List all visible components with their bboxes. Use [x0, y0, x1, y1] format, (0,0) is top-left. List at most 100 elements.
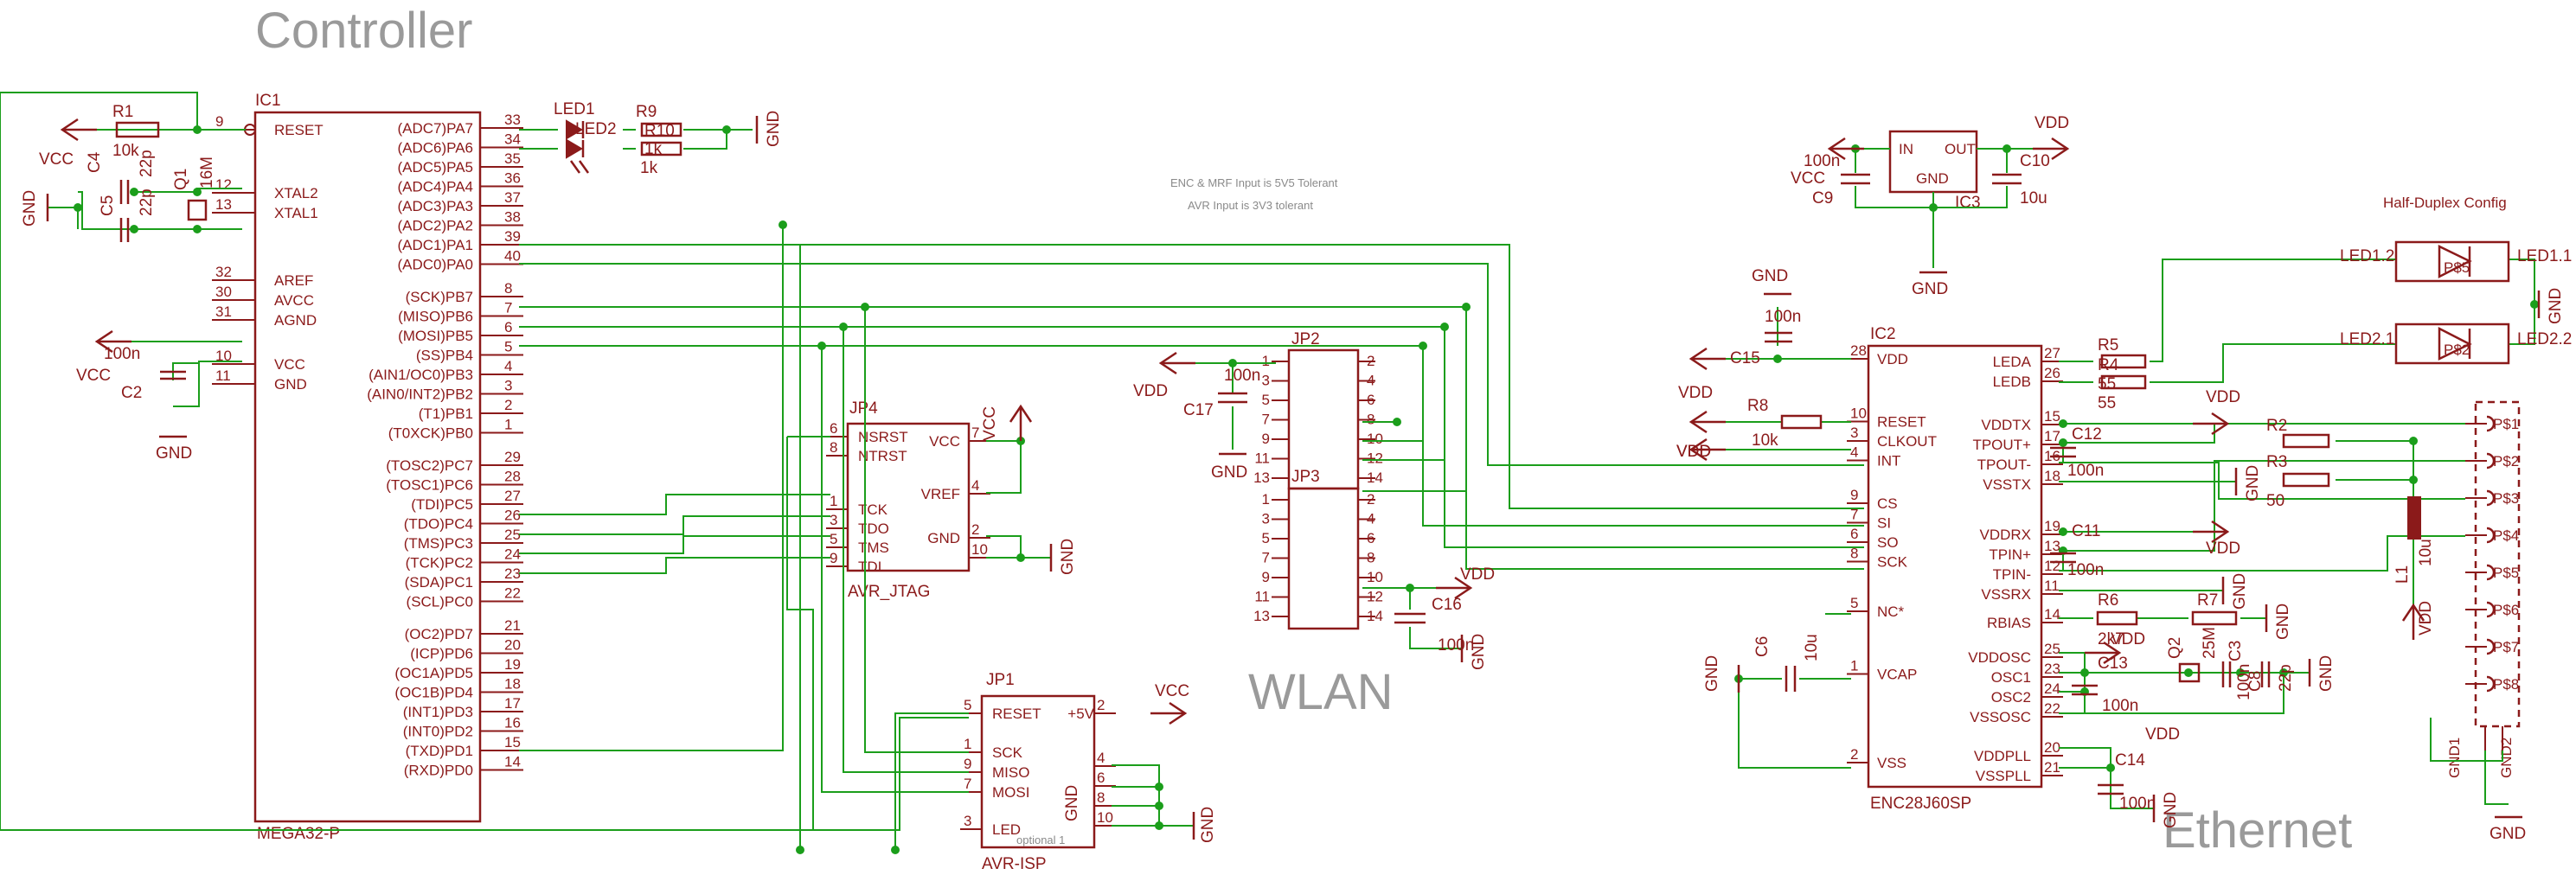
ground-label: GND	[1752, 267, 1788, 285]
ground-label: GND	[1199, 807, 1217, 843]
pin-name: (ADC5)PA5	[397, 159, 473, 176]
pin-number: 8	[1367, 412, 1375, 428]
pin-number: 6	[1367, 530, 1375, 546]
led22-label: LED2.2	[2517, 330, 2572, 348]
net-tdo	[519, 515, 830, 535]
r7-ref: R7	[2197, 591, 2218, 610]
c16-ref: C16	[1432, 596, 1462, 614]
pin-number: 33	[504, 112, 521, 128]
resistor-r4	[2100, 354, 2147, 369]
pin-number: 11	[215, 367, 231, 384]
resistor-r10	[640, 141, 682, 156]
pin-number: 14	[504, 754, 521, 770]
c13-ref: C13	[2098, 655, 2128, 673]
wire-junction	[2184, 668, 2193, 677]
mcu-value: MEGA32-P	[257, 825, 340, 843]
pin-name: NTRST	[858, 448, 907, 464]
supply-label: VDD	[1133, 382, 1168, 400]
pin-number: 13	[1253, 608, 1270, 624]
connector-pin-label: P$3	[2493, 490, 2519, 507]
capacitor-c5	[119, 218, 130, 242]
pin-name: SCK	[1877, 554, 1908, 571]
isp-value: AVR-ISP	[982, 855, 1047, 873]
pin-number: 2	[504, 397, 512, 413]
r10-value: 1k	[640, 159, 658, 177]
ground-label: GND	[2162, 792, 2180, 828]
pin-name: VDDTX	[1981, 417, 2031, 433]
wire-junction	[193, 125, 202, 134]
pin-number: 2	[1367, 491, 1375, 508]
pin-name: (OC1B)PD4	[394, 685, 473, 701]
pin-number: 34	[504, 131, 521, 148]
pin-name: (T1)PB1	[419, 406, 473, 422]
r10-ref: R10	[644, 122, 675, 140]
pin-name: (AIN0/INT2)PB2	[367, 386, 473, 403]
ic3-ref: IC3	[1955, 194, 1981, 212]
pin-number: 8	[504, 280, 512, 297]
c9-ref: C9	[1812, 189, 1833, 208]
ic2-left-pins: 28VDD10RESET3CLKOUT4INT9CS7SI6SO8SCK5NC*…	[1847, 342, 1937, 771]
wire-junction	[74, 203, 82, 212]
pin-name: VSS	[1877, 755, 1906, 771]
pin-number: 31	[215, 303, 232, 320]
pin-number: 7	[971, 425, 979, 441]
pin-number: 14	[1367, 469, 1383, 486]
pin-name: (SDA)PC1	[405, 574, 473, 591]
pin-number: 21	[504, 617, 521, 634]
pin-name: VSSPLL	[1976, 768, 2031, 784]
pin-number: 30	[215, 284, 232, 300]
connector-contact	[2486, 415, 2496, 432]
net-gnd-ic1	[173, 361, 242, 407]
c11-value: 100n	[2067, 561, 2104, 579]
connector-contact	[2486, 564, 2496, 581]
supply-label: VDD	[1460, 565, 1495, 584]
passive-components: R1 10k C4 22p C5 22p Q1 16M 100n C2 LED1	[86, 100, 2572, 813]
pin-number: 10	[971, 541, 988, 558]
pin-number: 9	[830, 550, 837, 566]
capacitor-c11	[2050, 552, 2076, 564]
net-rj45-gnd-out	[2484, 750, 2509, 805]
pin-name: (ADC2)PA2	[397, 218, 473, 234]
capacitor-c12	[2050, 446, 2076, 458]
pin-number: 15	[504, 734, 521, 750]
pin-name: VSSOSC	[1970, 709, 2031, 725]
c13-value: 100n	[2102, 697, 2138, 715]
ground-label: GND	[156, 444, 192, 463]
pin-name: (TCK)PC2	[406, 555, 473, 572]
led-indicator-1	[566, 119, 585, 140]
pin-name: (SCK)PB7	[406, 289, 473, 305]
pin-number: 23	[504, 565, 521, 582]
net-led2	[2150, 343, 2396, 383]
net-xtal-gnd	[78, 191, 134, 230]
wire-junction	[2409, 476, 2418, 484]
ethernet-controller-enc28j60: IC2 ENC28J60SP 28VDD10RESET3CLKOUT4INT9C…	[1847, 325, 2063, 813]
supply-label: VCC	[981, 406, 999, 441]
ic2-ref: IC2	[1870, 325, 1896, 343]
pin-name: (OC1A)PD5	[394, 665, 473, 681]
resistor-r1	[115, 121, 160, 138]
pin-name: VCAP	[1877, 667, 1917, 683]
r2-r3-value: 50	[2266, 492, 2284, 510]
wire-junction	[1155, 821, 1163, 830]
pin-number: 9	[1262, 431, 1270, 447]
ground-label: GND	[1059, 539, 1077, 575]
ground-label: GND	[1470, 634, 1488, 670]
pin-name: RESET	[1877, 414, 1926, 431]
pin-name: INT	[1877, 453, 1900, 469]
pin-number: 27	[504, 488, 521, 504]
capacitor-c9	[1841, 173, 1870, 185]
pin-name: (TXD)PD1	[406, 743, 473, 759]
pin-number: 37	[504, 189, 521, 206]
pin-name: (TOSC2)PC7	[386, 457, 473, 474]
ground-label: GND	[2317, 655, 2336, 692]
pin-number: 22	[2044, 700, 2060, 717]
wire-junction	[779, 220, 787, 229]
ground-label: GND	[2489, 825, 2526, 843]
pin-name: MOSI	[992, 784, 1029, 801]
net-reset-loop	[0, 92, 969, 831]
resistor-r2	[2282, 433, 2330, 449]
